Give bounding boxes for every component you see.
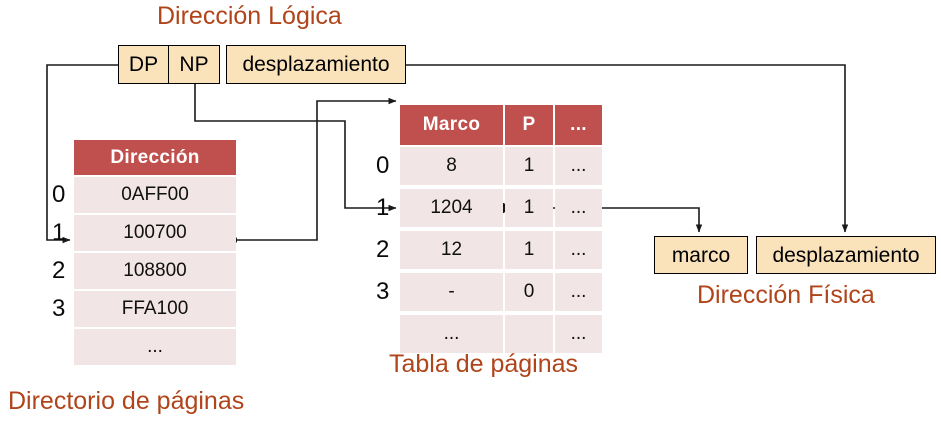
directory-header-direccion: Dirección: [74, 140, 236, 175]
physical-field-desplazamiento[interactable]: desplazamiento: [756, 236, 936, 274]
pagetable-cell-1-1: 1: [505, 189, 553, 227]
pagetable-cell-4-0: ...: [400, 315, 503, 353]
directory-cell-2-0: 108800: [74, 253, 236, 289]
logical-address-title: Dirección Lógica: [157, 2, 342, 30]
pagetable-header-marco: Marco: [400, 105, 503, 145]
pagetable-cell-1-2: ...: [555, 189, 602, 227]
pagetable-row-index-3: 3: [376, 278, 390, 305]
directory-row-index-3: 3: [52, 295, 66, 322]
directory-cell-0-0: 0AFF00: [74, 177, 236, 213]
pagetable-cell-4-2: ...: [555, 315, 602, 353]
pagetable-cell-3-2: ...: [555, 273, 602, 311]
directory-cell-4-0: ...: [74, 329, 236, 365]
pagetable-cell-3-1: 0: [505, 273, 553, 311]
directory-row-index-1: 1: [52, 219, 66, 246]
pagetable-cell-0-1: 1: [505, 147, 553, 185]
physical-field-marco[interactable]: marco: [654, 236, 748, 274]
pagetable-cell-4-1: [505, 315, 553, 353]
wire-directory-to-pagetable: [232, 97, 397, 241]
directory-row-index-0: 0: [52, 181, 66, 208]
pagetable-header-p: P: [505, 105, 553, 145]
pagetable-cell-1-0: 1204: [400, 189, 503, 227]
physical-address-title: Dirección Física: [697, 281, 875, 309]
pagetable-row-index-1: 1: [376, 194, 390, 221]
logical-field-desplazamiento[interactable]: desplazamiento: [226, 45, 406, 84]
pagetable-cell-2-2: ...: [555, 231, 602, 269]
pagetable-cell-3-0: -: [400, 273, 503, 311]
pagetable-header-ellipsis: ...: [555, 105, 602, 145]
pagetable-row-index-0: 0: [376, 152, 390, 179]
logical-field-np[interactable]: NP: [168, 45, 220, 84]
directory-cell-1-0: 100700: [74, 215, 236, 251]
pagetable-cell-2-1: 1: [505, 231, 553, 269]
directory-row-index-2: 2: [52, 257, 66, 284]
page-table-title: Tabla de páginas: [389, 350, 579, 378]
pagetable-row-index-2: 2: [376, 236, 390, 263]
pagetable-cell-2-0: 12: [400, 231, 503, 269]
pagetable-cell-0-0: 8: [400, 147, 503, 185]
pagetable-cell-0-2: ...: [555, 147, 602, 185]
logical-field-dp[interactable]: DP: [118, 45, 169, 84]
directory-cell-3-0: FFA100: [74, 291, 236, 327]
page-directory-title: Directorio de páginas: [8, 387, 245, 415]
